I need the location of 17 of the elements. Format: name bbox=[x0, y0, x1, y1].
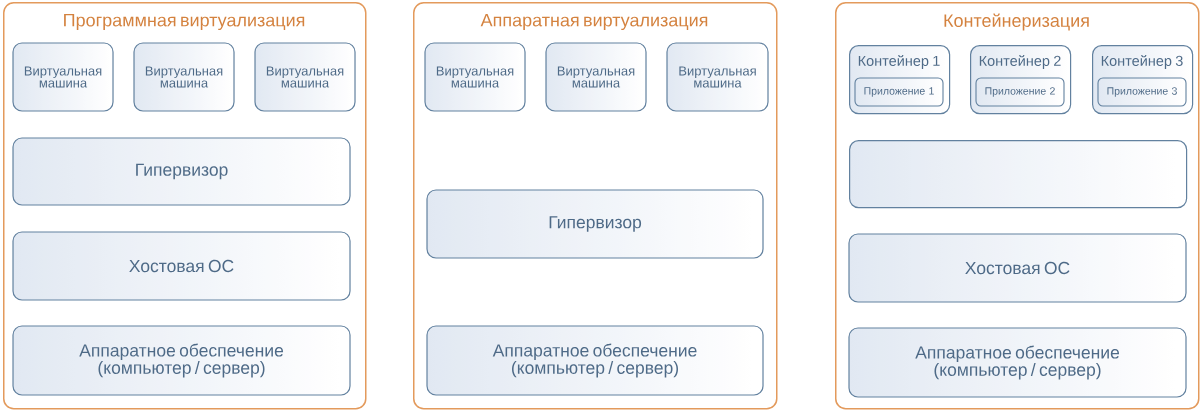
app-box: Приложение 2 bbox=[975, 77, 1065, 107]
layer-box: Гипервизор bbox=[12, 137, 351, 206]
layer-box: Аппаратное обеспечение (компьютер / сервер) bbox=[12, 325, 351, 396]
layer-box: Хостовая ОС bbox=[848, 233, 1187, 303]
app-box: Приложение 3 bbox=[1097, 77, 1187, 107]
layer-box: Аппаратное обеспечение (компьютер / сервер) bbox=[848, 327, 1187, 398]
tile-box: Виртуальная машина bbox=[545, 42, 647, 112]
app-box: Приложение 1 bbox=[854, 77, 944, 107]
tile-box: Виртуальная машина bbox=[133, 42, 235, 112]
empty-box bbox=[849, 140, 1188, 209]
tile-box: Виртуальная машина bbox=[254, 42, 356, 112]
tile-box: Виртуальная машина bbox=[666, 42, 769, 112]
layer-box: Хостовая ОС bbox=[12, 231, 351, 301]
tile-box: Виртуальная машина bbox=[12, 42, 114, 112]
layer-box: Гипервизор bbox=[426, 189, 764, 259]
tile-box: Виртуальная машина bbox=[424, 42, 526, 112]
layer-box: Аппаратное обеспечение (компьютер / сервер) bbox=[426, 325, 764, 396]
